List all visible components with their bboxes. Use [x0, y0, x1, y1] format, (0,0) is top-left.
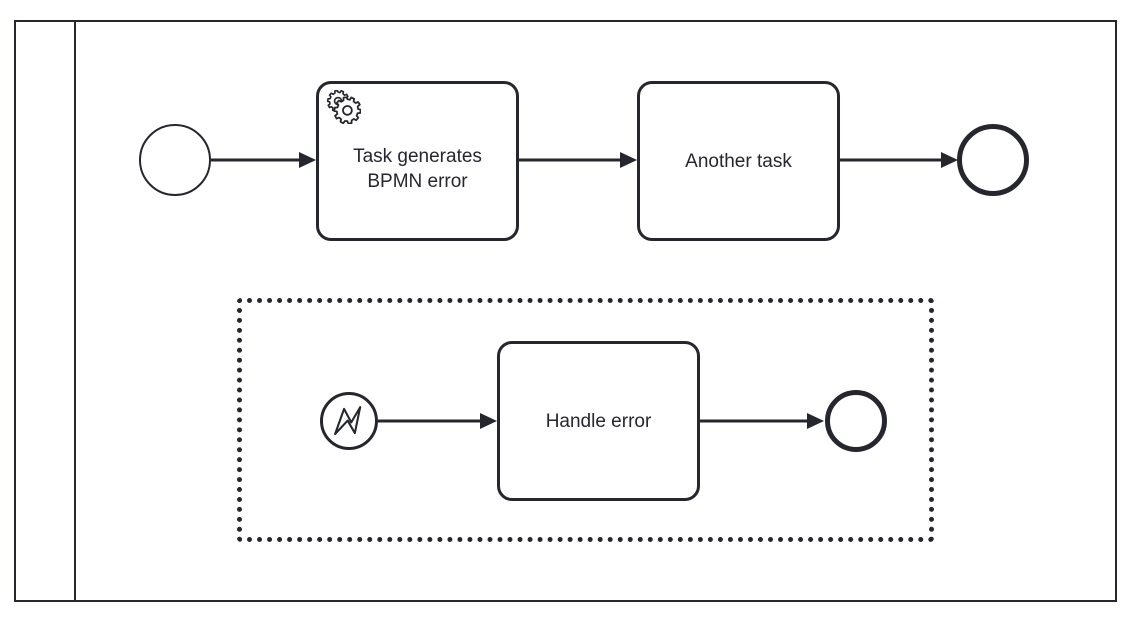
task-handle-error[interactable]: Handle error — [497, 341, 700, 501]
error-bolt-icon — [334, 406, 362, 436]
connection-handle-to-end[interactable] — [700, 381, 840, 461]
start-event[interactable] — [139, 124, 211, 196]
connection-task1-to-task2[interactable] — [519, 120, 649, 200]
pool-header[interactable] — [14, 20, 76, 602]
task-label: Task generates BPMN error — [353, 146, 482, 192]
task-label: Another task — [685, 150, 792, 172]
task-label: Handle error — [545, 410, 652, 432]
end-event[interactable] — [957, 124, 1029, 196]
gears-icon — [327, 90, 361, 124]
pool-header-label — [14, 20, 74, 602]
connection-start-to-task1[interactable] — [139, 120, 339, 200]
event-subprocess[interactable] — [237, 298, 934, 542]
connection-task2-to-end[interactable] — [840, 120, 970, 200]
task-generates-bpmn-error[interactable]: Task generates BPMN error — [316, 81, 519, 241]
task-another-task[interactable]: Another task — [637, 81, 840, 241]
subprocess-end-event[interactable] — [825, 390, 887, 452]
connection-errorstart-to-handle[interactable] — [320, 381, 520, 461]
error-start-event[interactable] — [320, 392, 378, 450]
